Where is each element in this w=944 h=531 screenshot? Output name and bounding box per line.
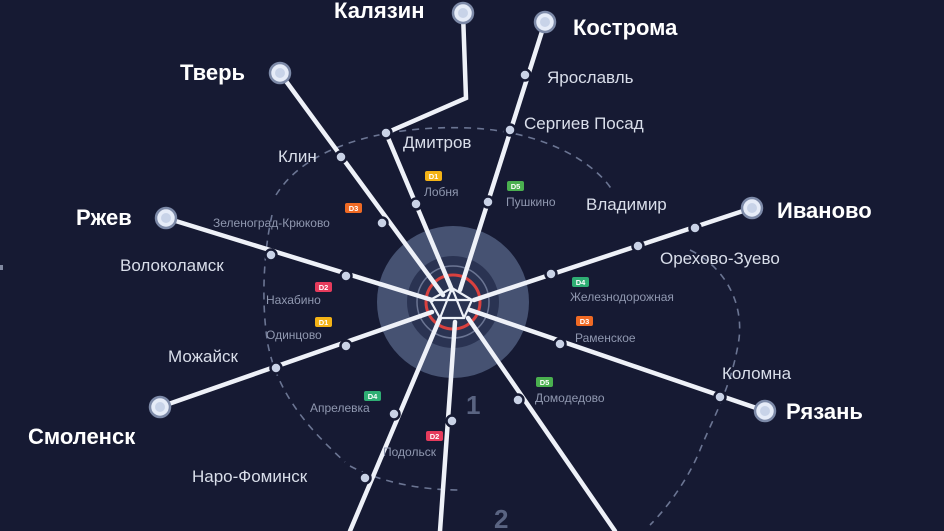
label-ivanovo: Иваново	[777, 198, 872, 223]
line-tver	[277, 70, 446, 298]
station-labels: Ярославль Сергиев Посад Дмитров Клин Вол…	[120, 68, 792, 486]
label-vladimir: Владимир	[586, 195, 667, 214]
label-orekhovo-zuevo: Орехово-Зуево	[660, 249, 780, 268]
label-tver: Тверь	[180, 60, 245, 85]
label-nakhabino: Нахабино	[266, 293, 321, 307]
label-mozhaysk: Можайск	[168, 347, 238, 366]
badge-nakhabino: D2	[315, 282, 332, 292]
edge-mark	[0, 265, 3, 270]
station-dot-volokolamsk[interactable]	[264, 248, 278, 262]
station-dot-pushkino[interactable]	[481, 195, 495, 209]
line-smolensk	[157, 309, 435, 410]
zone-ring-outer-west	[263, 214, 346, 463]
badge-zelenograd: D3	[345, 203, 362, 213]
station-dot-aprelevka[interactable]	[387, 407, 401, 421]
label-kalyazin: Калязин	[334, 0, 425, 23]
terminal-kalyazin[interactable]	[451, 1, 475, 25]
station-dot-mozhaysk[interactable]	[269, 361, 283, 375]
station-dot-kolomna[interactable]	[713, 390, 727, 404]
svg-text:D2: D2	[430, 432, 440, 441]
label-podolsk: Подольск	[383, 445, 437, 459]
svg-text:D1: D1	[429, 172, 439, 181]
label-smolensk: Смоленск	[28, 424, 136, 449]
label-pushkino: Пушкино	[506, 195, 556, 209]
label-kostroma: Кострома	[573, 15, 678, 40]
badge-zheleznodorozhnaya: D4	[572, 277, 589, 287]
station-dots	[264, 68, 727, 485]
station-dot-podolsk[interactable]	[445, 414, 459, 428]
label-ryazan: Рязань	[786, 399, 863, 424]
station-dot-klin[interactable]	[334, 150, 348, 164]
badge-ramenskoe: D3	[576, 316, 593, 326]
station-dot-zheleznodorozhnaya[interactable]	[544, 267, 558, 281]
label-volokolamsk: Волоколамск	[120, 256, 224, 275]
terminal-labels: Калязин Кострома Тверь Ржев Иваново Смол…	[28, 0, 872, 449]
terminal-tver[interactable]	[268, 61, 292, 85]
svg-text:D4: D4	[368, 392, 378, 401]
station-dot-odintsovo[interactable]	[339, 339, 353, 353]
station-dot-zelenograd[interactable]	[375, 216, 389, 230]
line-kostroma	[457, 19, 548, 293]
svg-text:D3: D3	[349, 204, 359, 213]
line-rzhev	[163, 215, 435, 303]
label-zelenograd: Зеленоград-Крюково	[213, 216, 330, 230]
badge-odintsovo: D1	[315, 317, 332, 327]
badge-pushkino: D5	[507, 181, 524, 191]
mcd-badges: D1 D5 D3 D2 D1 D4 D3 D4	[315, 171, 593, 441]
label-odintsovo: Одинцово	[266, 328, 322, 342]
terminal-ivanovo[interactable]	[740, 196, 764, 220]
badge-lobnya: D1	[425, 171, 442, 181]
station-dot-vladimir[interactable]	[631, 239, 645, 253]
badge-domodedovo: D5	[536, 377, 553, 387]
station-dot-orekhovo-zuevo[interactable]	[688, 221, 702, 235]
zone-ring-outer	[275, 126, 613, 196]
svg-text:D5: D5	[540, 378, 550, 387]
svg-text:D1: D1	[319, 318, 329, 327]
label-kolomna: Коломна	[722, 364, 792, 383]
label-naro-fominsk: Наро-Фоминск	[192, 467, 308, 486]
terminal-kostroma[interactable]	[533, 10, 557, 34]
svg-text:D4: D4	[576, 278, 586, 287]
line-ivanovo	[471, 205, 755, 303]
terminal-stations	[148, 1, 777, 423]
station-dot-yaroslavl[interactable]	[518, 68, 532, 82]
svg-text:D2: D2	[319, 283, 329, 292]
label-yaroslavl: Ярославль	[547, 68, 634, 87]
terminal-rzhev[interactable]	[154, 206, 178, 230]
terminal-smolensk[interactable]	[148, 395, 172, 419]
label-sergiev-posad: Сергиев Посад	[524, 114, 644, 133]
label-zheleznodorozhnaya: Железнодорожная	[570, 290, 674, 304]
badge-aprelevka: D4	[364, 391, 381, 401]
label-lobnya: Лобня	[424, 185, 459, 199]
zone-ring-outer-south	[349, 465, 461, 491]
svg-text:D3: D3	[580, 317, 590, 326]
label-rzhev: Ржев	[76, 205, 132, 230]
line-south-2	[437, 319, 458, 531]
svg-text:D5: D5	[511, 182, 521, 191]
station-dot-nakhabino[interactable]	[339, 269, 353, 283]
line-kalyazin	[383, 10, 469, 293]
line-south-3	[465, 315, 618, 531]
line-south-1	[347, 315, 443, 531]
terminal-ryazan[interactable]	[753, 399, 777, 423]
station-dot-naro-fominsk[interactable]	[358, 471, 372, 485]
label-domodedovo: Домодедово	[535, 391, 605, 405]
station-dot-dmitrov[interactable]	[379, 126, 393, 140]
badge-podolsk: D2	[426, 431, 443, 441]
label-aprelevka: Апрелевка	[310, 401, 370, 415]
label-ramenskoe: Раменское	[575, 331, 636, 345]
station-dot-domodedovo[interactable]	[511, 393, 525, 407]
label-klin: Клин	[278, 147, 317, 166]
rail-lines	[157, 10, 768, 531]
station-dot-lobnya[interactable]	[409, 197, 423, 211]
mcd-station-labels: Лобня Пушкино Зеленоград-Крюково Нахабин…	[213, 185, 674, 459]
zone-number-2: 2	[494, 504, 508, 531]
station-dot-ramenskoe[interactable]	[553, 337, 567, 351]
station-dot-sergiev-posad[interactable]	[503, 123, 517, 137]
zone-ring-outer-east	[649, 249, 741, 526]
zone-number-1: 1	[466, 390, 480, 420]
label-dmitrov: Дмитров	[403, 133, 471, 152]
